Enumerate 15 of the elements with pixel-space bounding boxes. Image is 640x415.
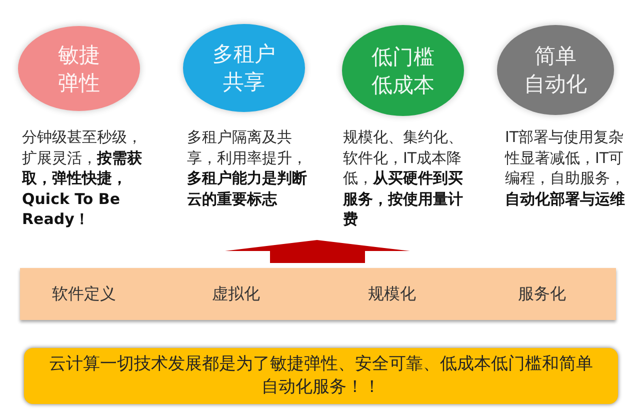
layer-label: 规模化: [368, 284, 416, 304]
feature-description: 多租户隔离及共享，利用率提升，多租户能力是判断云的重要标志: [187, 127, 308, 209]
feature-description: 规模化、集约化、软件化，IT成本降低，从买硬件到买服务，按使用量计费: [343, 127, 464, 230]
feature-title: 简单自动化: [524, 43, 587, 98]
feature-title: 敏捷弹性: [58, 42, 100, 96]
summary-box: [24, 348, 618, 404]
feature-description: IT部署与使用复杂性显著减低，IT可编程，自助服务，自动化部署与运维: [505, 127, 626, 209]
layer-band: [20, 268, 616, 320]
layer-label: 软件定义: [52, 284, 116, 304]
feature-description: 分钟级甚至秒级，扩展灵活，按需获取，弹性快捷，Quick To Be Ready！: [22, 127, 143, 230]
layer-label: 虚拟化: [212, 284, 260, 304]
layer-label: 服务化: [518, 284, 566, 304]
feature-title: 多租户共享: [212, 41, 276, 96]
summary-text: 云计算一切技术发展都是为了敏捷弹性、安全可靠、低成本低门槛和简单自动化服务！！: [48, 353, 594, 399]
feature-title: 低门槛低成本: [372, 44, 434, 98]
